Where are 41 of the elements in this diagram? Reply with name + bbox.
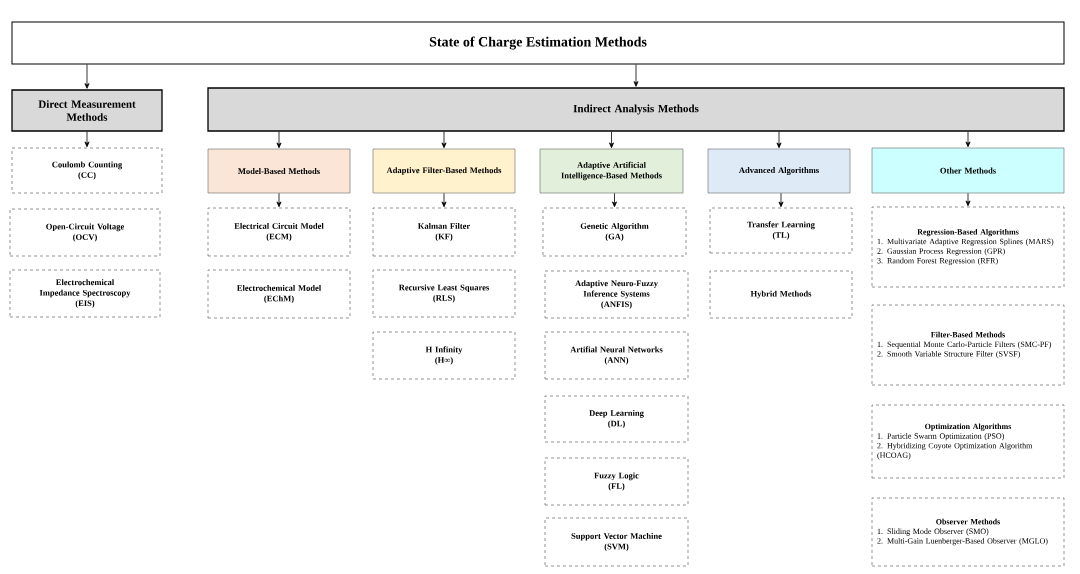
group-box: Indirect Analysis Methods [207,87,1065,132]
category-box: Adaptive Artificial Intelligence-Based Methods [539,148,684,194]
arrow [84,64,90,89]
method-box: Kalman Filter (KF) [372,207,516,257]
method-box: Recursive Least Squares (RLS) [372,269,516,318]
method-list-box: Regression-Based Algorithms 1. Multivariate Adaptive Regression Splines (MARS) 2. Gaussian Process Regression (GPR) 3. Random Forest Regression (RFR) [871,206,1065,288]
method-box: Electrochemical Impedance Spectroscopy (EIS) [9,269,161,318]
method-box: Genetic Algorithm (GA) [542,207,687,257]
arrow [441,192,447,208]
method-box: Adaptive Neuro-Fuzzy Inference Systems (ANFIS) [544,270,689,319]
arrow [965,131,971,148]
method-box: Fuzzy Logic (FL) [544,457,689,506]
method-box: Support Vector Machine (SVM) [544,517,689,567]
method-list-box: Observer Methods 1. Sliding Mode Observer (SMO) 2. Multi-Gain Luenberger-Based Observer (MGLO) [871,497,1065,567]
method-box: Electrical Circuit Model (ECM) [207,207,351,257]
category-box: Adaptive Filter-Based Methods [372,148,516,194]
arrow [778,192,784,208]
method-box: Hybrid Methods [709,270,853,319]
category-box: Model-Based Methods [207,148,351,194]
arrow [633,64,639,87]
arrow [276,131,282,149]
arrow [612,192,617,208]
method-list-box: Filter-Based Methods 1. Sequential Monte Carlo-Particle Filters (SMC-PF) 2. Smooth Variable Structure Filter (SVSF) [871,304,1065,386]
arrow [609,131,614,149]
method-box: Open-Circuit Voltage (OCV) [9,208,161,257]
method-box: Coulomb Counting (CC) [11,147,163,194]
arrow [965,192,971,207]
method-box: Transfer Learning (TL) [709,207,853,254]
category-box: Other Methods [871,147,1065,194]
method-list-box: Optimization Algorithms 1. Particle Swarm Optimization (PSO) 2. Hybridizing Coyote Optimization Algorithm (HCOAG) [871,404,1065,479]
method-box: Artifial Neural Networks (ANN) [544,331,689,380]
category-box: Advanced Algorithms [707,148,851,194]
arrow [776,131,782,149]
method-box: H Infinity (H∞) [372,331,516,380]
arrow [276,192,282,208]
group-box: Direct Measurement Methods [11,89,163,132]
title-box: State of Charge Estimation Methods [11,21,1065,65]
arrow [441,131,447,149]
method-box: Electrochemical Model (EChM) [207,269,351,319]
method-box: Deep Learning (DL) [544,395,689,443]
arrow [84,131,90,148]
